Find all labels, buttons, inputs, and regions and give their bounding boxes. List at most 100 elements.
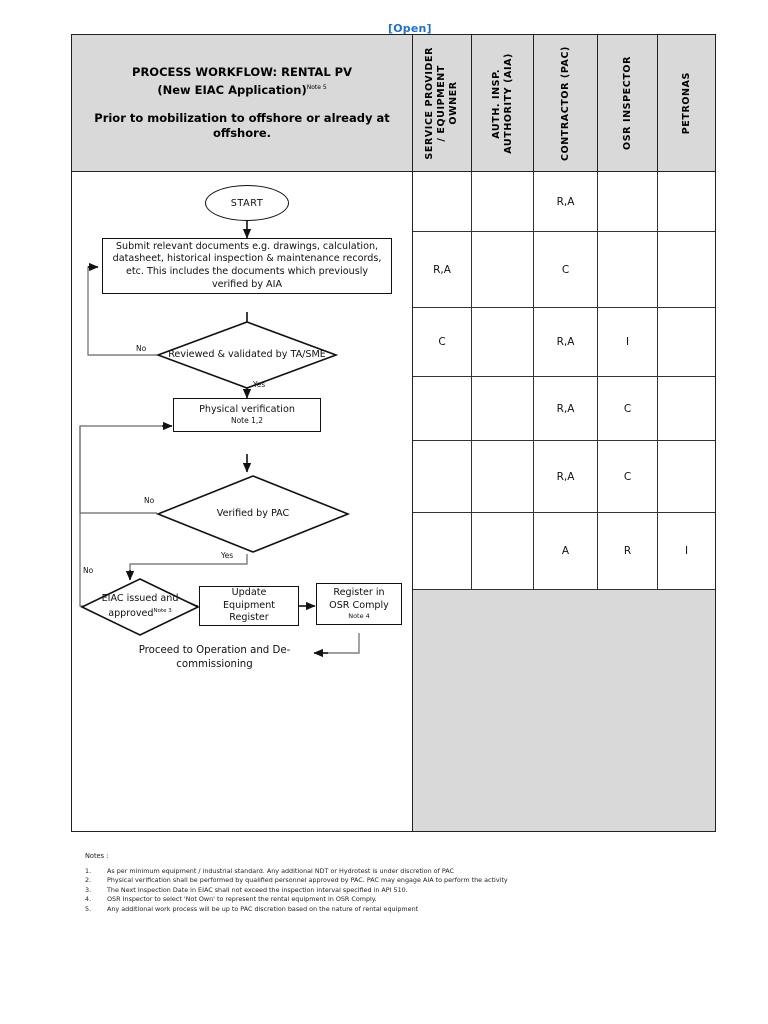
matrix-cell [658,441,715,512]
title-line-3: Prior to mobilization to offshore or alr… [94,111,390,141]
table-body: START Submit relevant documents e.g. dra… [72,172,715,831]
note-item: 4. OSR Inspector to select 'Not Own' to … [85,895,685,904]
note-text: Physical verification shall be performed… [107,876,508,885]
open-link[interactable]: [Open] [388,22,432,35]
branch-label-no-reviewed: No [136,344,147,353]
note-number: 1. [85,867,92,875]
workflow-table-frame: PROCESS WORKFLOW: RENTAL PV (New EIAC Ap… [71,34,716,832]
title-line-2: (New EIAC Application)Note 5 [157,80,326,98]
matrix-cell [658,377,715,440]
note-item: 5. Any additional work process will be u… [85,905,685,914]
flowchart-column: START Submit relevant documents e.g. dra… [72,172,413,831]
note-item: 3. The Next Inspection Date in EIAC shal… [85,886,685,895]
table-row: A R I [413,513,715,590]
note-text: The Next Inspection Date in EIAC shall n… [107,885,408,894]
flow-node-reviewed-validated[interactable]: Reviewed & validated by TA/SME [155,321,339,389]
flow-node-start[interactable]: START [205,185,289,221]
table-row: R,A C [413,232,715,308]
diamond-shape [80,578,200,636]
branch-label-yes-reviewed: Yes [253,380,266,389]
title-line-2-text: (New EIAC Application) [157,82,307,97]
matrix-cell: I [598,308,658,376]
matrix-cell: R,A [534,377,598,440]
note-text: Any additional work process will be up t… [107,904,419,913]
matrix-cell [472,308,534,376]
matrix-cell [658,308,715,376]
branch-label-no-verified: No [144,496,155,505]
column-header-aia: AUTH. INSP. AUTHORITY (AIA) [472,35,534,171]
column-header-osr-inspector: OSR INSPECTOR [598,35,658,171]
matrix-cell: I [684,545,689,557]
column-header-petronas: PETRONAS [658,35,715,171]
note-number: 2. [85,876,92,885]
matrix-cell [598,232,658,307]
matrix-cell [472,172,534,231]
flow-node-verified-by-pac[interactable]: Verified by PAC [155,475,351,553]
note-number: 5. [85,904,92,913]
column-header-contractor-pac: CONTRACTOR (PAC) [534,35,598,171]
column-header-label: OSR INSPECTOR [621,56,633,150]
branch-label-no-eiac: No [83,566,94,575]
flow-node-physical-verification[interactable]: Physical verification Note 1,2 [173,398,321,432]
note-number: 4. [85,895,92,904]
matrix-cell [413,441,472,512]
table-header-band: PROCESS WORKFLOW: RENTAL PV (New EIAC Ap… [72,35,715,172]
matrix-cell [472,377,534,440]
matrix-cell [658,172,715,231]
note-number: 3. [85,885,92,894]
flow-node-update-equipment-register-label: Update Equipment Register [222,587,276,624]
matrix-cell: R,A [534,308,598,376]
diamond-shape [155,321,339,389]
title-note-superscript: Note 5 [306,83,327,91]
note-item: 1. As per minimum equipment / industrial… [85,867,685,876]
diamond-shape [155,475,351,553]
matrix-cell: R,A [413,232,472,307]
notes-heading: Notes : [85,852,109,860]
column-header-label: PETRONAS [680,71,692,135]
title-line-1: PROCESS WORKFLOW: RENTAL PV [132,64,352,79]
matrix-cell [413,172,472,231]
flow-node-submit-documents-label: Submit relevant documents e.g. drawings,… [112,240,382,290]
matrix-cell [658,232,715,307]
note-item: 2. Physical verification shall be perfor… [85,876,685,885]
matrix-cell: C [534,232,598,307]
role-column-headers: SERVICE PROVIDER / EQUIPMENT OWNER AUTH.… [413,35,715,171]
flow-node-submit-documents[interactable]: Submit relevant documents e.g. drawings,… [102,238,392,294]
table-row: R,A C [413,441,715,513]
table-row: R,A C [413,377,715,441]
matrix-cell: C [598,377,658,440]
flow-node-update-equipment-register[interactable]: Update Equipment Register [199,586,299,626]
matrix-cell: C [413,308,472,376]
branch-label-yes-verified: Yes [221,551,234,560]
matrix-cell: R,A [534,441,598,512]
flow-node-physical-verification-label: Physical verification [199,403,295,415]
column-header-service-provider: SERVICE PROVIDER / EQUIPMENT OWNER [413,35,472,171]
note-text: OSR Inspector to select 'Not Own' to rep… [107,895,377,904]
table-row: R,A [413,172,715,232]
flow-node-register-osr-comply[interactable]: Register in OSR Comply Note 4 [316,583,402,625]
column-header-label: AUTH. INSP. AUTHORITY (AIA) [490,52,514,154]
matrix-cell: C [598,441,658,512]
matrix-cell: A [534,513,598,589]
matrix-cell [472,513,534,589]
raci-matrix: R,A R,A C C R,A I [413,172,715,831]
flow-node-start-label: START [230,197,264,209]
matrix-cell [598,172,658,231]
flow-node-eiac-issued[interactable]: EIAC issued and approvedNote 3 [80,578,200,636]
matrix-cell: R,A [534,172,598,231]
flow-node-register-osr-comply-note: Note 4 [348,612,370,621]
notes-section: Notes : 1. As per minimum equipment / in… [85,852,685,914]
matrix-cell [472,441,534,512]
flow-node-register-osr-comply-label: Register in OSR Comply [329,586,389,611]
matrix-cell [413,377,472,440]
table-row: C R,A I [413,308,715,377]
note-text: As per minimum equipment / industrial st… [107,867,455,875]
workflow-title-cell: PROCESS WORKFLOW: RENTAL PV (New EIAC Ap… [72,35,413,171]
flow-node-physical-verification-note: Note 1,2 [230,416,264,426]
matrix-empty-gray-area [413,590,715,831]
matrix-cell [413,513,472,589]
matrix-cell: R [598,513,658,589]
column-header-label: SERVICE PROVIDER / EQUIPMENT OWNER [424,46,459,160]
column-header-label: CONTRACTOR (PAC) [559,45,571,161]
